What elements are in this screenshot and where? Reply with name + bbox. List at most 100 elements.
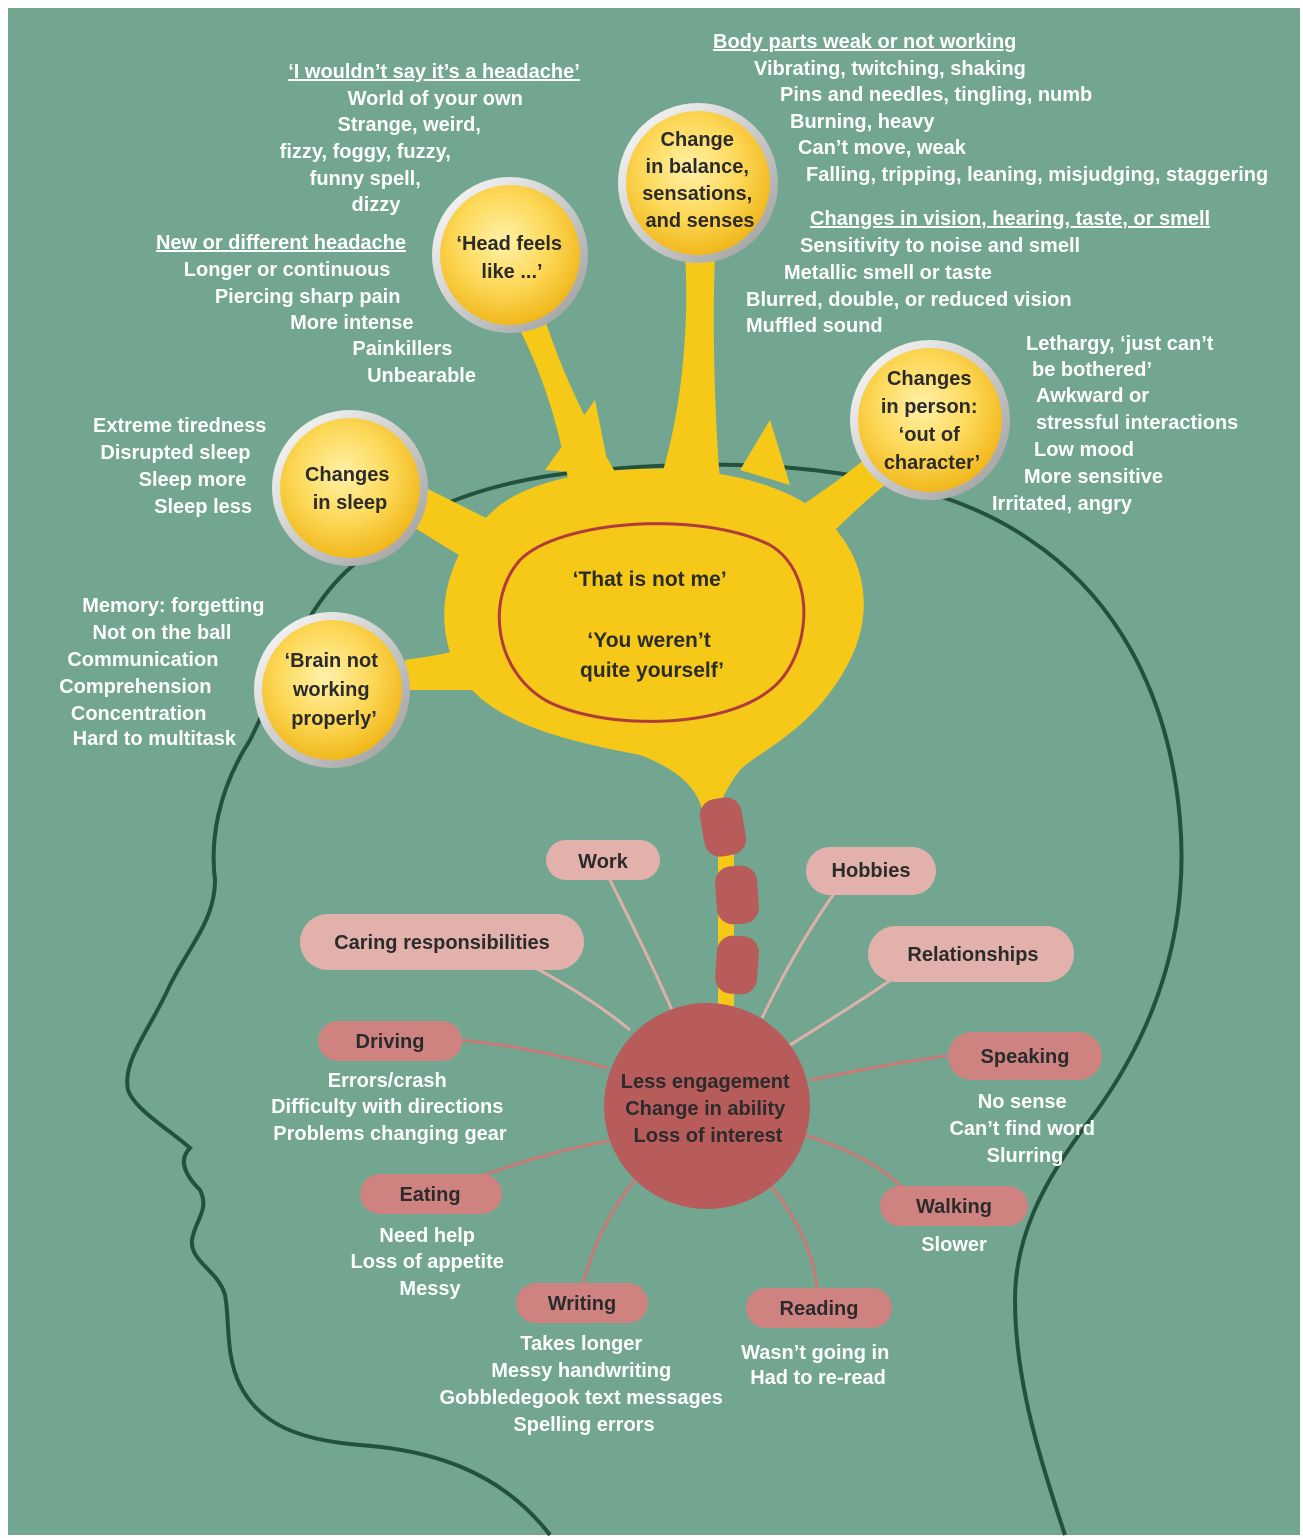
svg-text:Extreme tiredness Disrup: Extreme tiredness Disrupted sleep Sleep … [93,415,272,518]
brain-item: Hard to multitask [73,728,237,750]
new-headache-item: Unbearable [367,365,476,387]
new-headache-item: Painkillers [352,338,452,360]
spoke-work [603,869,674,1011]
senses-item: Blurred, double, or reduced vision [746,289,1072,311]
spoke-reading [768,1184,820,1296]
svg-text:Changes in person:: Changes in person: ‘out of character’ [881,368,983,474]
pill-work: Work [546,840,660,880]
pill-eating: Eating [360,1174,502,1214]
bubble-line: sensations, [642,183,752,205]
bubble-balance: Change in balance, sensations, and sense… [618,103,778,263]
writing-item: Messy handwriting [491,1360,671,1382]
svg-text:Memory: forgetting Not o: Memory: forgetting Not on the ball Commu… [59,595,270,750]
person-item: Lethargy, ‘just can’t [1026,333,1214,355]
pill-speaking: Speaking [948,1032,1102,1080]
bubble-line: like ...’ [481,261,542,283]
svg-text:Need help Loss of appeti: Need help Loss of appetite Messy [351,1225,510,1300]
sleep-item: Sleep more [139,469,247,491]
pill-label: Driving [356,1031,425,1053]
hub-line: Change in ability [625,1098,786,1120]
bubble-line: character’ [884,452,980,474]
senses-item: Sensitivity to noise and smell [800,235,1080,257]
svg-text:Errors/crash Difficulty: Errors/crash Difficulty with directions … [271,1070,509,1145]
writing-item: Spelling errors [513,1414,654,1436]
bubble-line: Change [661,129,734,151]
senses-item: Metallic smell or taste [784,262,992,284]
headache-item: dizzy [352,194,402,216]
brain-item: Comprehension [59,676,211,698]
person-item: Awkward or [1036,385,1149,407]
sleep-item: Sleep less [154,496,252,518]
bubble-line: ‘Brain not [285,650,379,672]
driving-item: Difficulty with directions [271,1096,503,1118]
body-item: Pins and needles, tingling, numb [780,84,1092,106]
new-headache-item: More intense [290,312,413,334]
center-quote: quite yourself’ [580,659,724,682]
svg-text:No sense Can’t find word: No sense Can’t find word Slurring [949,1091,1100,1167]
pill-relationships: Relationships [868,926,1074,982]
axon-segment [715,865,759,925]
writing-item: Gobbledegook text messages [440,1387,723,1409]
speaking-item: Slurring [987,1145,1064,1167]
pill-caring: Caring responsibilities [300,914,584,970]
pill-writing: Writing [516,1283,648,1323]
svg-text:Less engagement Change i: Less engagement Change in ability Loss o… [621,1071,796,1147]
body-item: Burning, heavy [790,111,935,133]
pill-walking: Walking [880,1186,1028,1226]
spoke-caring [519,958,631,1032]
body-item: Vibrating, twitching, shaking [754,58,1026,80]
svg-text:World of your own Strang: World of your own Strange, weird, fizzy,… [280,88,529,216]
walking-item: Slower [921,1234,987,1256]
neuron-body [444,468,864,810]
pill-label: Relationships [907,944,1038,966]
pill-label: Caring responsibilities [334,932,550,954]
eating-item: Need help [379,1225,475,1247]
bubble-line: properly’ [291,708,377,730]
person-item: Irritated, angry [992,493,1133,515]
brain-item: Concentration [71,703,207,725]
brain-item: Communication [67,649,218,671]
brain-item: Not on the ball [93,622,232,644]
spoke-walking [804,1133,907,1192]
svg-text:Takes longer Messy handw: Takes longer Messy handwriting Gobbledeg… [440,1333,729,1436]
dendrite-spike-left [545,400,610,475]
person-item: stressful interactions [1036,412,1238,434]
spoke-speaking [809,1053,956,1082]
person-item: More sensitive [1024,466,1163,488]
pill-label: Hobbies [832,860,911,882]
svg-text:‘Brain not working: ‘Brain not working properly’ [285,650,384,730]
driving-item: Problems changing gear [273,1123,507,1145]
senses-item: Muffled sound [746,315,883,337]
green-background-panel [8,8,1300,1535]
svg-text:Change in balance,: Change in balance, sensations, and sense… [642,129,758,232]
pill-label: Walking [916,1196,992,1218]
sleep-item: Disrupted sleep [100,442,250,464]
bubble-brain: ‘Brain not working properly’ [254,612,410,768]
person-item: be bothered’ [1032,359,1151,381]
bubble-line: and senses [646,210,755,232]
spoke-driving [459,1038,609,1070]
speaking-item: No sense [978,1091,1067,1113]
bubble-person: Changes in person: ‘out of character’ [850,340,1010,500]
senses-heading: Changes in vision, hearing, taste, or sm… [810,208,1210,230]
body-item: Can’t move, weak [798,137,967,159]
bubble-head-feels: ‘Head feels like ...’ [432,177,588,333]
pill-reading: Reading [746,1288,892,1328]
eating-item: Messy [399,1278,461,1300]
center-outline [497,522,806,723]
dendrite-balance [660,255,720,480]
bubble-line: Changes [887,368,971,390]
dendrite-person [780,455,885,560]
reading-item: Had to re-read [750,1367,886,1389]
pill-label: Writing [548,1293,617,1315]
bubble-line: in person: [881,396,978,418]
pill-label: Speaking [981,1046,1070,1068]
person-item: Low mood [1034,439,1134,461]
body-heading: Body parts weak or not working [713,31,1016,53]
headache-item: Strange, weird, [338,114,481,136]
pill-label: Reading [780,1298,859,1320]
writing-item: Takes longer [520,1333,642,1355]
engagement-hub [604,1003,810,1209]
